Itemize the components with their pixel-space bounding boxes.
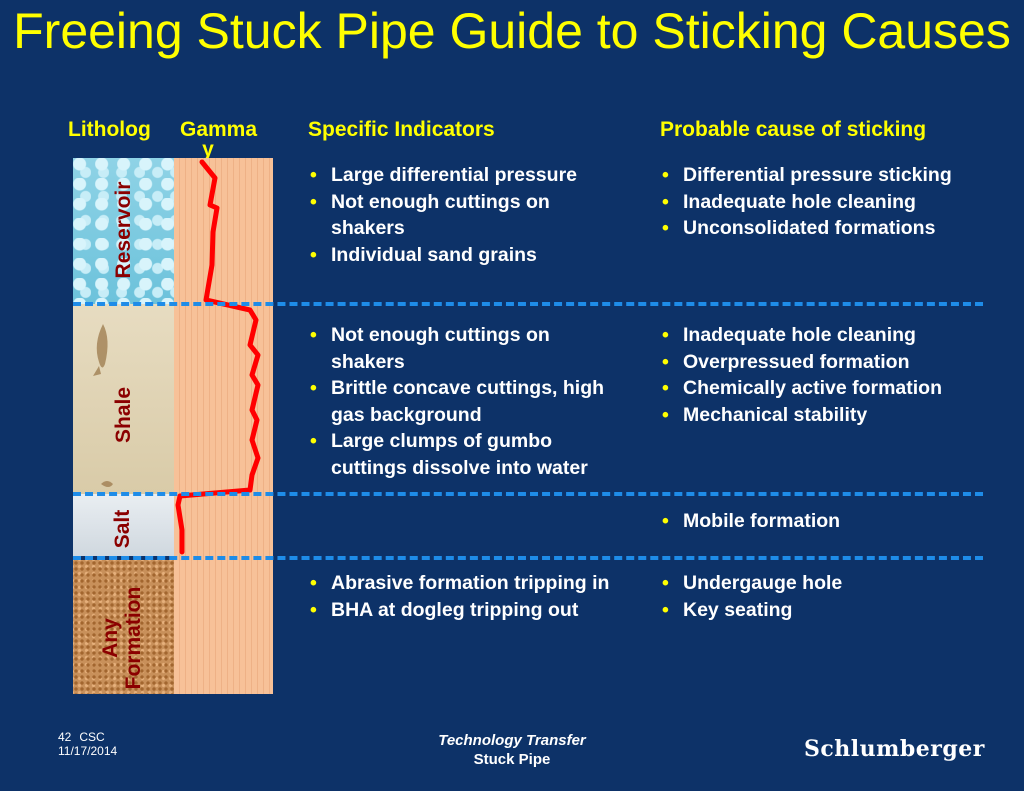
list-item: Mobile formation (660, 508, 990, 535)
indicator-list-shale: Not enough cuttings on shakers Brittle c… (308, 322, 618, 481)
list-item: Abrasive formation tripping in (308, 570, 618, 597)
cause-list-any-formation: Undergauge hole Key seating (660, 570, 990, 623)
list-item: Large differential pressure (308, 162, 618, 189)
any-formation-strata (73, 560, 174, 694)
list-item: Undergauge hole (660, 570, 990, 597)
list-item: BHA at dogleg tripping out (308, 597, 618, 624)
indicator-list-reservoir: Large differential pressure Not enough c… (308, 162, 618, 268)
list-item: Key seating (660, 597, 990, 624)
divider-2 (73, 492, 983, 496)
footer-line2: Stuck Pipe (473, 751, 551, 768)
header-gamma: Gamma y (180, 118, 276, 162)
fossil-fish-image (93, 324, 113, 487)
list-item: Not enough cuttings on shakers (308, 322, 618, 375)
header-gamma-wrap: y (202, 138, 214, 161)
indicator-list-any-formation: Abrasive formation tripping in BHA at do… (308, 570, 618, 623)
list-item: Individual sand grains (308, 242, 618, 269)
list-item: Differential pressure sticking (660, 162, 990, 189)
footer-date: 11/17/2014 (58, 744, 118, 758)
footer-left: 42 CSC 11/17/2014 (58, 730, 117, 758)
page-number: 42 (58, 730, 72, 744)
list-item: Brittle concave cuttings, high gas backg… (308, 375, 618, 428)
salt-strata (73, 494, 174, 556)
shale-strata (73, 304, 174, 494)
list-item: Mechanical stability (660, 402, 990, 429)
list-item: Inadequate hole cleaning (660, 189, 990, 216)
cause-list-reservoir: Differential pressure sticking Inadequat… (660, 162, 990, 242)
footer-center: Technology Transfer Stuck Pipe (412, 731, 612, 769)
header-specific-indicators: Specific Indicators (308, 118, 495, 141)
footer-line1: Technology Transfer (438, 732, 586, 749)
company-logo: Schlumberger (804, 736, 985, 762)
reservoir-strata (73, 158, 174, 304)
list-item: Unconsolidated formations (660, 215, 990, 242)
list-item: Large clumps of gumbo cuttings dissolve … (308, 428, 618, 481)
divider-1 (73, 302, 983, 306)
cause-list-shale: Inadequate hole cleaning Overpressued fo… (660, 322, 990, 428)
list-item: Not enough cuttings on shakers (308, 189, 618, 242)
list-item: Chemically active formation (660, 375, 990, 402)
header-gamma-text: Gamma (180, 118, 258, 141)
list-item: Inadequate hole cleaning (660, 322, 990, 349)
header-probable-cause: Probable cause of sticking (660, 118, 927, 141)
list-item: Overpressued formation (660, 349, 990, 376)
slide-title: Freeing Stuck Pipe Guide to Sticking Cau… (13, 3, 1011, 59)
cause-list-salt: Mobile formation (660, 508, 990, 535)
footer-org: CSC (79, 730, 105, 744)
divider-3 (73, 556, 983, 560)
header-litholog: Litholog (68, 118, 151, 141)
